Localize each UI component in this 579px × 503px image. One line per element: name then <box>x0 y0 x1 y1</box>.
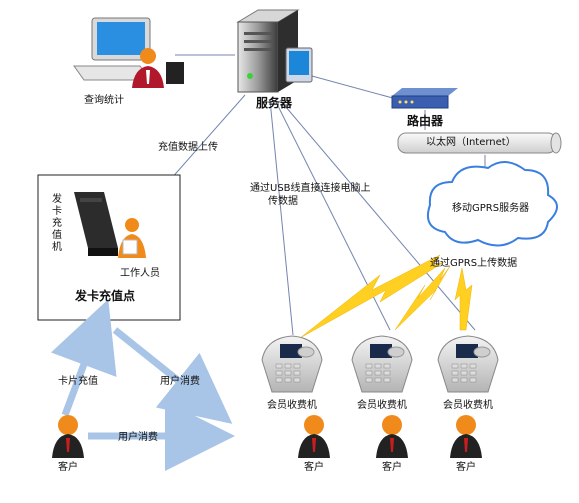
gprs-upload-label: 通过GPRS上传数据 <box>430 258 518 269</box>
pos-terminal-icon <box>351 335 413 393</box>
member-terminal-label-2: 会员收费机 <box>357 400 407 411</box>
pos-terminal-icon <box>261 335 323 393</box>
query-stats-label: 查询统计 <box>84 95 124 106</box>
line-server-terminal-1 <box>269 99 294 336</box>
router-label: 路由器 <box>407 114 444 128</box>
usb-upload-label-line2: 传数据 <box>268 196 298 207</box>
customer-icon <box>376 415 408 458</box>
staff-icon <box>118 218 146 258</box>
customer-icon <box>450 415 482 458</box>
line-server-issuing-point <box>169 94 246 181</box>
line-server-terminal-3 <box>279 99 476 331</box>
server-label: 服务器 <box>256 96 293 110</box>
arrow-user-consume-1 <box>112 327 233 424</box>
pos-terminal-icon <box>437 335 499 393</box>
upload-recharge-label: 充值数据上传 <box>158 142 218 153</box>
arrow-card-recharge <box>50 299 117 417</box>
ethernet-label: 以太网（Internet） <box>426 137 516 148</box>
cloud-icon <box>426 161 558 247</box>
user-consume-label-1: 用户消费 <box>160 376 200 387</box>
server-icon <box>236 9 313 93</box>
flow-arrows <box>50 299 235 471</box>
customer-icon <box>298 415 330 458</box>
user-consume-label-2: 用户消费 <box>118 432 158 443</box>
card-machine-icon <box>74 192 118 256</box>
customer-icon <box>52 415 84 458</box>
customer-label-3: 客户 <box>382 462 402 473</box>
computer-user-icon <box>73 17 184 88</box>
issuing-point-label: 发卡充值点 <box>75 289 136 303</box>
usb-upload-label-line1: 通过USB线直接连接电脑上 <box>250 183 371 194</box>
network-bar <box>397 132 562 154</box>
staff-label: 工作人员 <box>120 268 160 279</box>
customer-label-2: 客户 <box>304 462 324 473</box>
router-icon <box>391 88 458 109</box>
member-terminal-label-3: 会员收费机 <box>443 400 493 411</box>
card-machine-label: 发卡充值机 <box>52 194 62 253</box>
customer-label-4: 客户 <box>456 462 476 473</box>
member-terminal-label-1: 会员收费机 <box>267 400 317 411</box>
gprs-server-label: 移动GPRS服务器 <box>452 203 530 214</box>
card-recharge-label: 卡片充值 <box>58 376 98 387</box>
customer-label-1: 客户 <box>58 462 78 473</box>
lightning-icon <box>299 254 473 339</box>
